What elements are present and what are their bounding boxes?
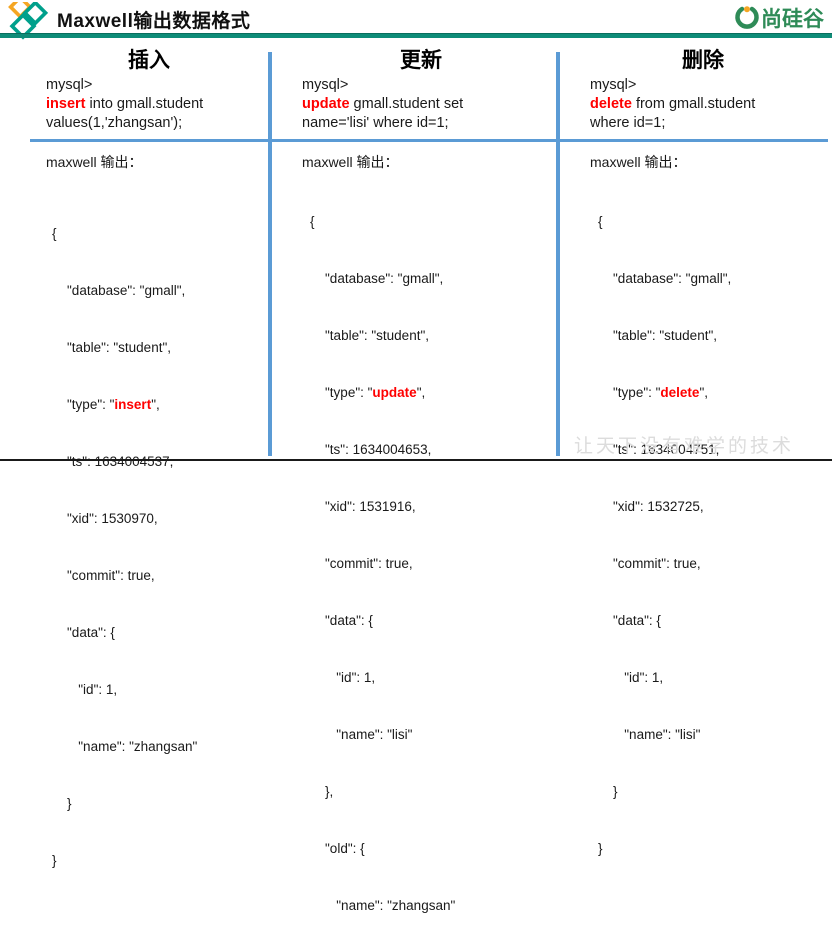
json-line: } (52, 796, 72, 811)
bottom-rule (0, 459, 832, 461)
json-line: "database": "gmall", (310, 271, 444, 286)
sql-rest: into gmall.student (85, 96, 204, 112)
vertical-divider-2 (556, 52, 560, 456)
header-rule (0, 33, 832, 38)
sql-rest: from gmall.student (631, 96, 756, 112)
json-type-post: ", (699, 385, 708, 400)
json-type-keyword: delete (660, 385, 700, 400)
sql-line: update gmall.student set (302, 95, 550, 114)
column-heading: 删除 (682, 49, 724, 72)
json-line: "table": "student", (52, 340, 171, 355)
json-line: "ts": 1634004537, (52, 454, 174, 469)
json-line: "ts": 1634004653, (310, 442, 432, 457)
json-line: "table": "student", (310, 328, 429, 343)
sql-line: delete from gmall.student (590, 95, 826, 114)
maxwell-output-label: maxwell 输出： (302, 154, 399, 170)
maxwell-output-label: maxwell 输出： (590, 154, 687, 170)
json-line: "database": "gmall", (52, 283, 186, 298)
mysql-command: mysql> delete from gmall.student where i… (590, 76, 826, 133)
maxwell-output-json: { "database": "gmall", "table": "student… (598, 174, 826, 896)
brand-logo: 尚硅谷 (734, 3, 824, 33)
json-line: "old": { (310, 841, 365, 856)
sql-keyword: insert (46, 96, 86, 112)
json-line: "xid": 1530970, (52, 511, 158, 526)
sql-line: name='lisi' where id=1; (302, 115, 449, 131)
json-line: "table": "student", (598, 328, 717, 343)
json-line: "commit": true, (598, 556, 701, 571)
column-insert: 插入 mysql> insert into gmall.student valu… (34, 44, 264, 908)
json-type-keyword: insert (114, 397, 152, 412)
column-heading: 插入 (128, 49, 170, 72)
json-line: "ts": 1634004751, (598, 442, 720, 457)
sql-keyword: delete (590, 96, 632, 112)
json-type-line: "type": "delete", (598, 383, 826, 402)
mysql-command: mysql> update gmall.student set name='li… (302, 76, 550, 133)
maxwell-output-json: { "database": "gmall", "table": "student… (310, 174, 550, 936)
sql-line: where id=1; (590, 115, 666, 131)
json-line: "data": { (310, 613, 373, 628)
mysql-prompt: mysql> (590, 77, 637, 93)
sql-rest: gmall.student set (349, 96, 464, 112)
column-heading: 更新 (400, 49, 442, 72)
json-line: { (310, 214, 315, 229)
json-type-post: ", (416, 385, 426, 400)
json-line: "id": 1, (52, 682, 118, 697)
json-type-pre: "type": " (310, 385, 373, 400)
json-line: "name": "lisi" (310, 727, 413, 742)
slide: Maxwell输出数据格式 尚硅谷 插入 mysql> insert into … (0, 0, 832, 913)
json-line: "xid": 1532725, (598, 499, 704, 514)
json-line: "data": { (598, 613, 661, 628)
json-line: "name": "zhangsan" (310, 898, 456, 913)
maxwell-output-json: { "database": "gmall", "table": "student… (52, 186, 264, 908)
vertical-divider-1 (268, 52, 272, 456)
json-line: "id": 1, (598, 670, 664, 685)
mysql-command: mysql> insert into gmall.student values(… (46, 76, 264, 133)
json-type-pre: "type": " (598, 385, 661, 400)
json-line: "name": "zhangsan" (52, 739, 198, 754)
json-type-pre: "type": " (52, 397, 115, 412)
json-line: "commit": true, (52, 568, 155, 583)
json-line: } (598, 784, 618, 799)
sql-keyword: update (302, 96, 350, 112)
json-type-line: "type": "update", (310, 383, 550, 402)
maxwell-output-label: maxwell 输出： (46, 154, 143, 170)
json-line: "id": 1, (310, 670, 376, 685)
sql-line: insert into gmall.student (46, 95, 264, 114)
page-title: Maxwell输出数据格式 (57, 11, 251, 32)
json-line: { (598, 214, 603, 229)
watermark: 让天下没有难学的技术 (573, 435, 794, 457)
json-line: }, (310, 784, 334, 799)
json-line: { (52, 226, 57, 241)
json-type-keyword: update (372, 385, 417, 400)
column-delete: 删除 mysql> delete from gmall.student wher… (580, 44, 826, 896)
mysql-prompt: mysql> (302, 77, 349, 93)
mysql-prompt: mysql> (46, 77, 93, 93)
json-line: } (598, 841, 603, 856)
json-type-post: ", (151, 397, 160, 412)
column-update: 更新 mysql> update gmall.student set name=… (292, 44, 550, 936)
json-line: "name": "lisi" (598, 727, 701, 742)
json-type-line: "type": "insert", (52, 395, 264, 414)
json-line: "commit": true, (310, 556, 413, 571)
brand-name: 尚硅谷 (761, 6, 824, 31)
json-line: "database": "gmall", (598, 271, 732, 286)
json-line: } (52, 853, 57, 868)
diamonds-logo-icon (8, 2, 49, 40)
horizontal-divider (30, 139, 828, 142)
json-line: "data": { (52, 625, 115, 640)
json-line: "xid": 1531916, (310, 499, 416, 514)
brand-u-icon (735, 6, 759, 29)
sql-line: values(1,'zhangsan'); (46, 115, 183, 131)
